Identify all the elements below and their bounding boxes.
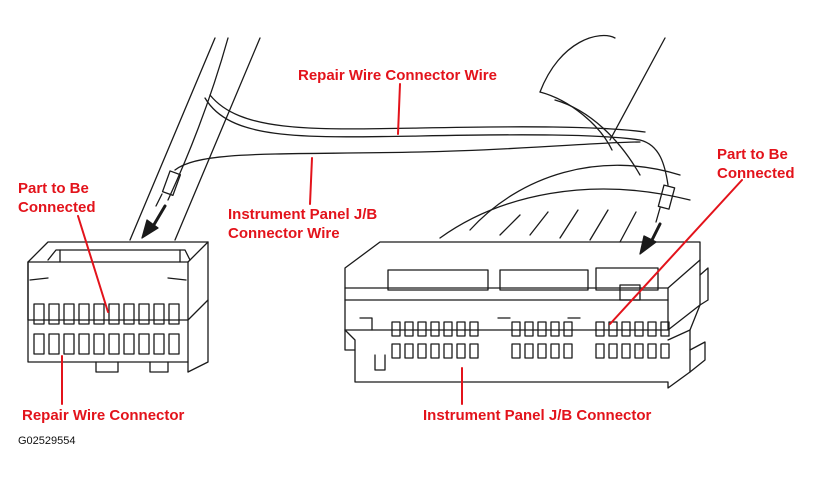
terminal-cavity xyxy=(63,303,75,325)
leader-part-left xyxy=(77,215,109,313)
terminal-cavity xyxy=(469,321,479,337)
terminal-cavity xyxy=(93,303,105,325)
terminal-cavity xyxy=(168,333,180,355)
terminal-cavity xyxy=(511,343,521,359)
terminal-cavity xyxy=(108,303,120,325)
label-repair-wire-connector: Repair Wire Connector xyxy=(22,407,185,424)
leader-repair-wire-connector-wire xyxy=(397,83,401,135)
terminal-cavity xyxy=(430,321,440,337)
label-ip-jb-connector: Instrument Panel J/B Connector xyxy=(423,407,652,424)
terminal-cavity xyxy=(443,321,453,337)
label-ip-jb-connector-wire-line1: Instrument Panel J/B xyxy=(228,206,378,223)
left-insert-arrow xyxy=(141,204,167,239)
label-part-to-be-connected-left-line2: Connected xyxy=(18,199,96,216)
terminal-cavity xyxy=(168,303,180,325)
repair-wire-connector xyxy=(27,241,209,373)
terminal-cavity xyxy=(595,343,605,359)
instrument-panel-jb-connector-cavities xyxy=(391,321,670,359)
terminal-cavity xyxy=(537,321,547,337)
label-part-to-be-connected-right-line2: Connected xyxy=(717,165,795,182)
label-part-to-be-connected-left-line1: Part to Be xyxy=(18,180,89,197)
terminal-cavity xyxy=(33,303,45,325)
terminal-cavity xyxy=(647,321,657,337)
leader-part-right xyxy=(609,179,743,325)
terminal-cavity xyxy=(108,333,120,355)
terminal-cavity xyxy=(660,343,670,359)
terminal-cavity xyxy=(608,343,618,359)
terminal-cavity xyxy=(404,343,414,359)
terminal-cavity xyxy=(63,333,75,355)
terminal-cavity xyxy=(456,321,466,337)
terminal-cavity xyxy=(391,321,401,337)
right-wire-terminal xyxy=(655,184,676,223)
figure-id: G02529554 xyxy=(18,435,76,447)
terminal-cavity xyxy=(524,343,534,359)
terminal-cavity xyxy=(153,333,165,355)
terminal-cavity xyxy=(456,343,466,359)
terminal-cavity xyxy=(48,333,60,355)
repair-wire-connector-wire xyxy=(174,94,669,186)
terminal-cavity xyxy=(621,321,631,337)
terminal-cavity xyxy=(123,333,135,355)
terminal-cavity xyxy=(550,343,560,359)
terminal-cavity xyxy=(563,321,573,337)
terminal-cavity xyxy=(621,343,631,359)
terminal-cavity xyxy=(430,343,440,359)
terminal-cavity xyxy=(634,321,644,337)
terminal-cavity xyxy=(153,303,165,325)
terminal-cavity xyxy=(417,343,427,359)
terminal-cavity xyxy=(138,333,150,355)
terminal-cavity xyxy=(93,333,105,355)
label-ip-jb-connector-wire-line2: Connector Wire xyxy=(228,225,340,242)
left-wire-terminal xyxy=(155,170,182,207)
label-part-to-be-connected-right-line1: Part to Be xyxy=(717,146,788,163)
terminal-cavity xyxy=(123,303,135,325)
label-repair-wire-connector-wire: Repair Wire Connector Wire xyxy=(298,67,497,84)
terminal-cavity xyxy=(524,321,534,337)
terminal-cavity xyxy=(660,321,670,337)
terminal-cavity xyxy=(33,333,45,355)
terminal-cavity xyxy=(391,343,401,359)
terminal-cavity xyxy=(595,321,605,337)
terminal-cavity xyxy=(634,343,644,359)
terminal-cavity xyxy=(78,333,90,355)
terminal-cavity xyxy=(511,321,521,337)
terminal-cavity xyxy=(469,343,479,359)
repair-wire-connector-cavities xyxy=(33,303,180,355)
terminal-cavity xyxy=(404,321,414,337)
terminal-cavity xyxy=(550,321,560,337)
terminal-cavity xyxy=(138,303,150,325)
terminal-cavity xyxy=(417,321,427,337)
terminal-cavity xyxy=(563,343,573,359)
terminal-cavity xyxy=(78,303,90,325)
left-wire-harness xyxy=(129,37,261,241)
right-insert-arrow xyxy=(639,222,662,255)
right-wire-harness xyxy=(439,34,691,243)
terminal-cavity xyxy=(647,343,657,359)
terminal-cavity xyxy=(443,343,453,359)
instrument-panel-jb-connector xyxy=(344,241,709,389)
terminal-cavity xyxy=(537,343,547,359)
leader-ip-jb-connector-wire xyxy=(309,157,313,205)
terminal-cavity xyxy=(48,303,60,325)
